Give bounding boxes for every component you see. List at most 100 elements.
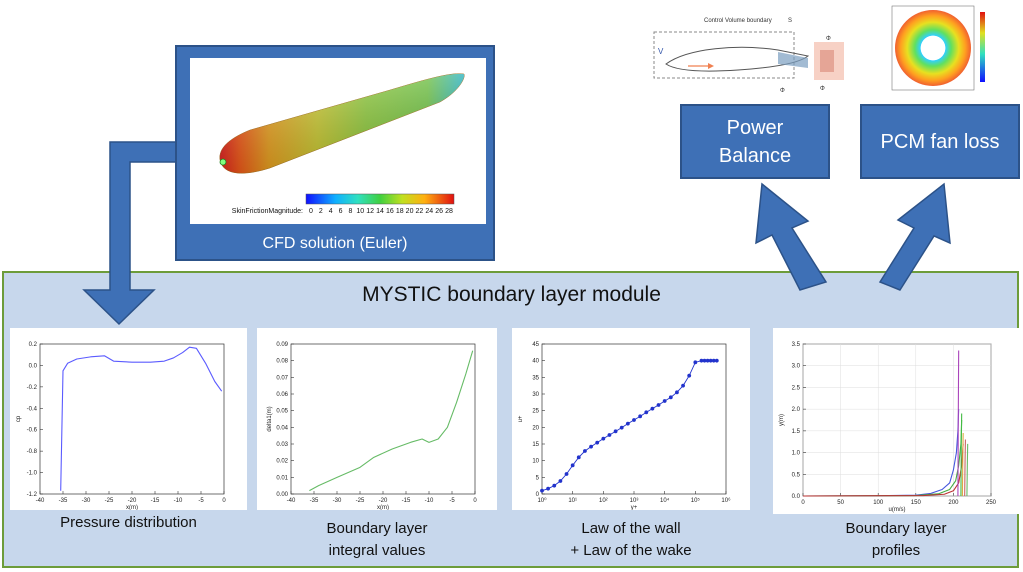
y-axis-label: cp	[16, 415, 22, 422]
x-tick-label: 0	[801, 500, 805, 506]
data-point	[699, 358, 704, 363]
x-tick-label: -30	[82, 498, 91, 504]
y-tick-label: 0.0	[29, 363, 38, 369]
colorbar-tick-label: 4	[329, 208, 333, 215]
x-tick-label: -40	[287, 498, 296, 504]
x-tick-label: -15	[151, 498, 160, 504]
caption-line1: Boundary layer	[326, 520, 428, 537]
colorbar-tick-label: 22	[416, 208, 424, 215]
x-tick-label: 10⁴	[660, 497, 670, 504]
data-point	[714, 358, 719, 363]
x-tick-label: -10	[425, 498, 434, 504]
y-tick-label: 0	[536, 492, 540, 498]
control-volume-sketch: V Control Volume boundary S Φ Φ Φ	[653, 18, 844, 94]
colorbar-tick-label: 14	[376, 208, 384, 215]
power-balance-box: Power Balance	[680, 104, 830, 179]
data-point	[570, 463, 575, 468]
y-tick-label: 0.08	[276, 359, 288, 365]
colorbar-tick-label: 16	[386, 208, 394, 215]
data-point	[595, 440, 600, 445]
series-line	[957, 350, 960, 497]
colorbar-tick-label: 26	[435, 208, 443, 215]
y-tick-label: 1.5	[792, 429, 801, 435]
y-tick-label: 1.0	[792, 451, 801, 457]
y-tick-label: 0.07	[276, 375, 288, 381]
x-tick-label: -5	[449, 498, 455, 504]
data-point	[693, 360, 698, 365]
cfd-to-module-arrow	[82, 141, 181, 326]
power-balance-thumbnail: V Control Volume boundary S Φ Φ Φ	[648, 12, 860, 102]
data-point	[558, 479, 563, 483]
law-of-wall-caption: Law of the wall + Law of the wake	[512, 518, 750, 562]
pressure-distribution-caption: Pressure distribution	[10, 512, 247, 534]
cfd-solution-caption: CFD solution (Euler)	[262, 235, 408, 252]
svg-text:Φ: Φ	[820, 86, 825, 92]
colorbar-tick-label: 12	[366, 208, 374, 215]
mystic-module-title: MYSTIC boundary layer module	[362, 283, 661, 306]
y-axis-label: delta1(m)	[267, 406, 273, 431]
data-point	[650, 406, 655, 411]
data-point	[708, 358, 713, 363]
y-tick-label: 0.05	[276, 409, 288, 415]
x-tick-label: -35	[59, 498, 68, 504]
y-tick-label: 5	[536, 475, 540, 481]
y-tick-label: 0.00	[276, 492, 288, 498]
caption-line1: Law of the wall	[581, 520, 681, 537]
y-tick-label: -0.2	[27, 385, 38, 391]
y-axis-label: u+	[518, 415, 524, 422]
series-line	[60, 346, 223, 491]
y-tick-label: 10	[532, 459, 539, 465]
y-tick-label: 45	[532, 342, 539, 348]
x-tick-label: -20	[379, 498, 388, 504]
y-tick-label: 15	[532, 442, 539, 448]
series-line	[964, 439, 966, 497]
y-tick-label: -0.8	[27, 449, 38, 455]
svg-text:V: V	[658, 47, 664, 56]
colorbar-tick-label: 28	[445, 208, 453, 215]
series-line	[966, 443, 969, 497]
pcm-fan-loss-label: PCM fan loss	[880, 131, 1000, 153]
data-point	[668, 395, 673, 400]
svg-text:Φ: Φ	[780, 88, 785, 94]
x-tick-label: -40	[36, 498, 45, 504]
data-point	[675, 390, 679, 395]
y-tick-label: 3.5	[792, 342, 801, 348]
plot-frame	[39, 343, 225, 495]
pcm-contour-plot	[891, 5, 985, 91]
data-point	[711, 358, 716, 363]
y-tick-label: 40	[532, 359, 539, 365]
x-tick-label: 10³	[630, 498, 639, 504]
y-tick-label: 30	[532, 392, 539, 398]
series-line	[960, 413, 963, 497]
series-line	[961, 433, 964, 497]
module-to-power-balance-arrow	[755, 182, 828, 291]
caption-line1: Pressure distribution	[60, 514, 197, 531]
x-axis-label: x(m)	[126, 505, 138, 510]
colorbar-tick-label: 6	[339, 208, 343, 215]
colorbar-tick-label: 0	[309, 208, 313, 215]
data-point	[656, 403, 661, 407]
colorbar-tick-label: 18	[396, 208, 404, 215]
y-tick-label: 35	[532, 375, 539, 381]
data-point	[552, 483, 557, 488]
data-point	[546, 486, 550, 491]
x-tick-label: 0	[222, 498, 226, 504]
data-point	[687, 373, 692, 378]
power-balance-label-line1: Power	[726, 117, 784, 139]
y-tick-label: 0.02	[276, 459, 288, 465]
x-tick-label: 50	[837, 500, 844, 506]
data-point	[681, 383, 685, 388]
x-tick-label: -10	[174, 498, 183, 504]
power-balance-label-line2: Balance	[718, 145, 792, 167]
x-tick-label: 250	[986, 500, 997, 506]
x-tick-label: 200	[948, 500, 959, 506]
